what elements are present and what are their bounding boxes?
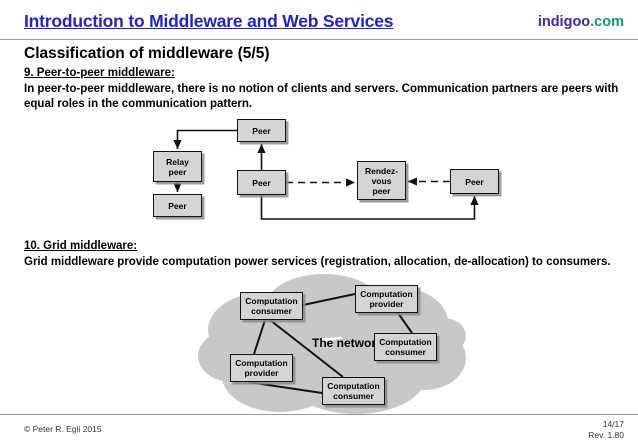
page-title: Introduction to Middleware and Web Servi… — [24, 11, 394, 31]
p2p-node-peer-middle-label: Peer — [252, 177, 271, 188]
footer-revision: Rev. 1.80 — [588, 430, 624, 440]
section-heading-grid: 10. Grid middleware: — [24, 240, 138, 252]
footer-page-number: 14/17 — [602, 419, 624, 429]
network-label: The network — [312, 336, 383, 350]
section-text-grid: Grid middleware provide computation powe… — [24, 256, 611, 268]
peer-to-peer-diagram: rendezvous --> rendezvous --> PeerRelayp… — [153, 119, 499, 220]
p2p-node-peer-right-label: Peer — [465, 176, 484, 187]
section-heading-peer-to-peer: 9. Peer-to-peer middleware: — [24, 67, 175, 79]
link-consumer-tl-to-consumer-bottom — [269, 319, 344, 378]
link-peer-middle-to-peer-right — [260, 195, 479, 220]
p2p-node-peer-top-label: Peer — [252, 125, 271, 136]
link-provider-bl-to-consumer-bottom — [247, 381, 323, 394]
header-divider — [0, 39, 638, 40]
brand-logo-name: indigoo — [537, 14, 591, 30]
brand-logo: indigoo.com — [538, 14, 624, 30]
p2p-node-peer-top: Peer — [237, 119, 286, 142]
p2p-node-peer-middle: Peer — [237, 170, 286, 195]
footer-copyright: © Peter R. Egli 2015 — [24, 424, 102, 434]
footer-page-info: 14/17 Rev. 1.80 — [588, 419, 624, 441]
brand-logo-tld: .com — [590, 14, 624, 30]
link-consumer-tl-to-provider-tr — [302, 293, 356, 306]
section-text-peer-to-peer: In peer-to-peer middleware, there is no … — [24, 83, 619, 110]
slide-title: Classification of middleware (5/5) — [24, 45, 270, 62]
link-consumer-tl-to-provider-bl — [253, 319, 266, 355]
peer-to-peer-connections: rendezvous --> rendezvous --> — [173, 129, 479, 220]
slide-header: Introduction to Middleware and Web Servi… — [0, 0, 638, 40]
link-peer-top-to-relay — [173, 129, 237, 150]
link-provider-tr-to-consumer-right — [397, 312, 413, 334]
p2p-node-peer-right: Peer — [450, 169, 499, 194]
p2p-node-peer-left-low: Peer — [153, 194, 202, 217]
footer-divider — [0, 414, 638, 415]
p2p-node-peer-left-low-label: Peer — [168, 200, 187, 211]
